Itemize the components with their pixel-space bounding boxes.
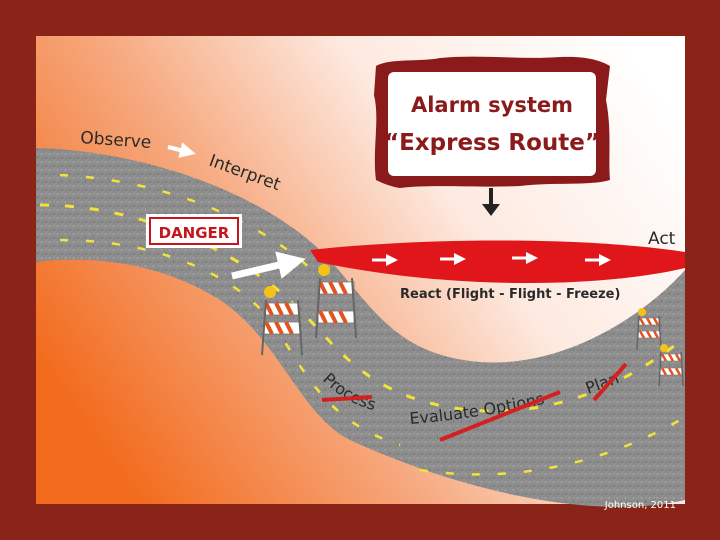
strike-process bbox=[321, 395, 373, 402]
road-dashes-upper bbox=[59, 173, 311, 269]
sign-face bbox=[388, 72, 596, 176]
danger-text: DANGER bbox=[159, 224, 230, 242]
strike-plan bbox=[592, 362, 628, 402]
arrow-icon bbox=[482, 204, 500, 216]
sign-line1: Alarm system bbox=[411, 93, 573, 117]
arrow-icon bbox=[167, 142, 196, 158]
express-route-band bbox=[310, 240, 685, 284]
arrow-icon bbox=[231, 251, 306, 280]
label-observe: Observe bbox=[80, 128, 152, 153]
danger-sign-background bbox=[146, 214, 242, 248]
alarm-system-sign: Alarm system “Express Route” bbox=[374, 56, 610, 216]
construction-barricade-icon bbox=[261, 286, 303, 356]
road-dashes-lower bbox=[59, 238, 401, 447]
danger-sign-border bbox=[149, 217, 239, 245]
credit-text: Johnson, 2011 bbox=[604, 500, 676, 511]
construction-barricade-icon bbox=[636, 308, 662, 351]
danger-sign: DANGER bbox=[146, 214, 242, 248]
express-route-arrows bbox=[372, 252, 611, 266]
road-dashes-bottom bbox=[419, 418, 681, 476]
label-act: Act bbox=[648, 229, 676, 249]
label-react: React (Flight - Flight - Freeze) bbox=[400, 287, 620, 302]
strike-evaluate-options bbox=[439, 390, 561, 442]
sign-line2: “Express Route” bbox=[384, 130, 600, 156]
construction-barricade-icon bbox=[658, 344, 684, 387]
construction-barricade-icon bbox=[315, 264, 357, 339]
